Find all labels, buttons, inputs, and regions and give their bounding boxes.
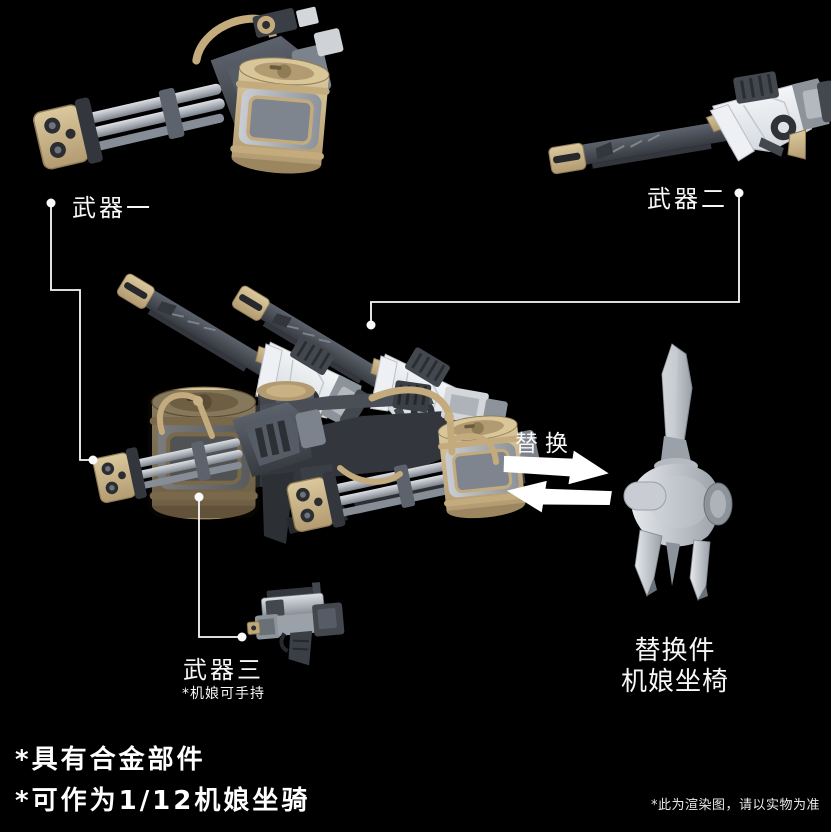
- callout-dot: [46, 198, 56, 208]
- callout-dot: [734, 188, 744, 198]
- render-disclaimer: *此为渲染图，请以实物为准: [650, 798, 820, 813]
- pistol-render: [246, 582, 345, 666]
- swap-label: 替换: [515, 431, 575, 457]
- callout-dot: [237, 632, 247, 642]
- replacement-label-line1: 替换件: [634, 636, 716, 666]
- weapon1-label: 武器一: [72, 194, 153, 222]
- callout-line-weapon2: [370, 193, 740, 324]
- main-assembly-render: [88, 241, 546, 544]
- weapon3-label: 武器三: [183, 656, 264, 684]
- swap-arrows-icon: [503, 450, 612, 513]
- footnote-mount: *可作为1/12机娘坐骑: [15, 786, 311, 816]
- callout-dot: [194, 492, 204, 502]
- callout-dots: [46, 188, 744, 642]
- callout-dot: [366, 320, 376, 330]
- callout-dot: [88, 455, 98, 465]
- callout-line-weapon3: [198, 497, 241, 638]
- replacement-label-line2: 机娘坐椅: [620, 667, 729, 697]
- callout-lines: [50, 193, 740, 638]
- callout-line-weapon1: [50, 203, 92, 461]
- weapon1-render: [26, 6, 344, 179]
- claw-seat-render: [623, 343, 733, 601]
- weapon3-note: *机娘可手持: [182, 686, 265, 702]
- weapon2-label: 武器二: [647, 185, 728, 213]
- footnote-alloy: *具有合金部件: [15, 745, 206, 775]
- replacement-label: 替换件 机娘坐椅: [596, 636, 754, 698]
